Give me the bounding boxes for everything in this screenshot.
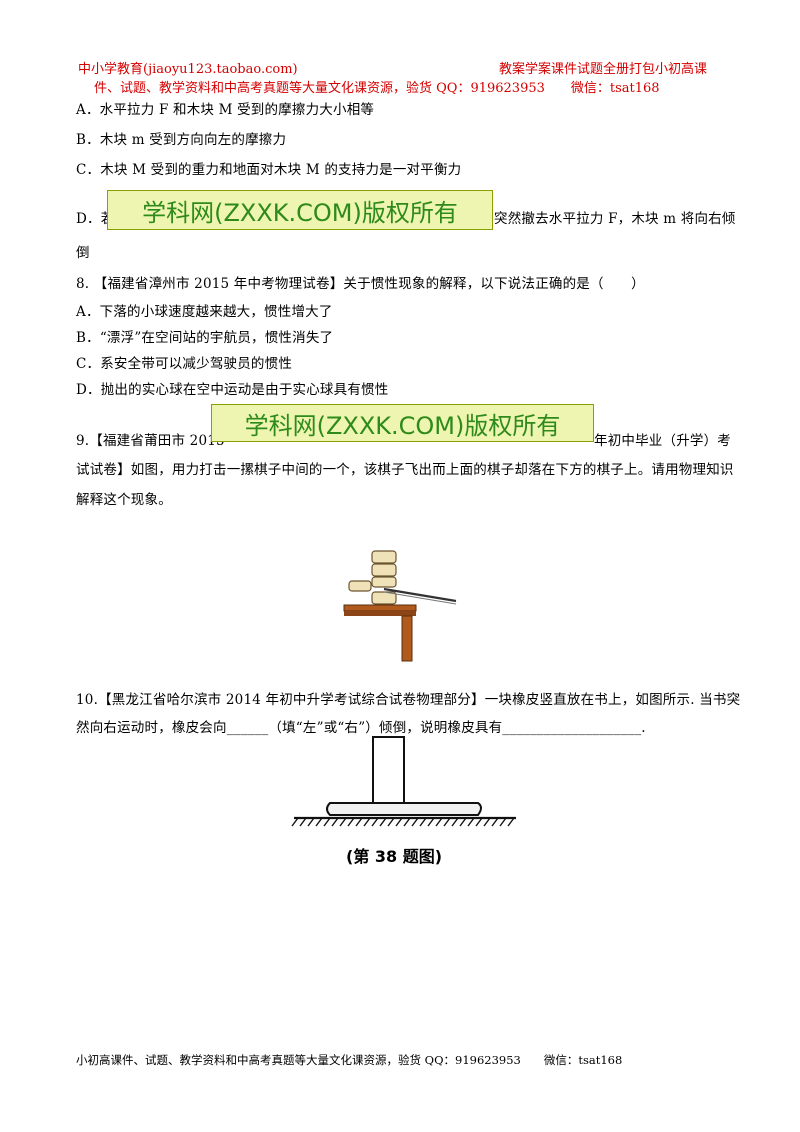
- watermark-banner: 学科网(ZXXK.COM)版权所有: [107, 190, 493, 230]
- header-left: 中小学教育(jiaoyu123.taobao.com): [78, 62, 298, 77]
- q9-line3: 解释这个现象。: [76, 492, 172, 508]
- q8-stem: 8. 【福建省漳州市 2015 年中考物理试卷】关于惯性现象的解释，以下说法正确…: [76, 276, 645, 292]
- header-line2: 件、试题、教学资料和中高考真题等大量文化课资源，验货 QQ：919623953 …: [94, 81, 660, 96]
- q7-option-d-cont: 倒: [76, 245, 90, 261]
- q8-option-a: A．下落的小球速度越来越大，惯性增大了: [76, 304, 333, 320]
- figure-caption: (第 38 题图): [346, 847, 443, 866]
- q8-option-b: B．“漂浮”在空间站的宇航员，惯性消失了: [76, 330, 334, 346]
- header-right: 教案学案课件试题全册打包小初高课: [499, 62, 708, 77]
- q9-end: 年初中毕业（升学）考: [594, 433, 731, 449]
- q10-line2: 然向右运动时，橡皮会向______（填“左”或“右”）倾倒，说明橡皮具有____…: [76, 720, 646, 736]
- watermark-banner: 学科网(ZXXK.COM)版权所有: [211, 404, 594, 442]
- q9-line2: 试试卷】如图，用力打击一摞棋子中间的一个，该棋子飞出而上面的棋子却落在下方的棋子…: [76, 462, 734, 478]
- q7-option-b: B．木块 m 受到方向向左的摩擦力: [76, 132, 287, 148]
- q7-option-d-end: 突然撤去水平拉力 F，木块 m 将向右倾: [494, 211, 736, 227]
- q8-option-c: C．系安全带可以减少驾驶员的惯性: [76, 356, 293, 372]
- footer-text: 小初高课件、试题、教学资料和中高考真题等大量文化课资源，验货 QQ：919623…: [76, 1053, 623, 1067]
- q10-line1: 10.【黑龙江省哈尔滨市 2014 年初中升学考试综合试卷物理部分】一块橡皮竖直…: [76, 692, 741, 708]
- q7-option-a: A．水平拉力 F 和木块 M 受到的摩擦力大小相等: [76, 102, 375, 118]
- q7-option-c: C．木块 M 受到的重力和地面对木块 M 的支持力是一对平衡力: [76, 162, 462, 178]
- q7-option-d-start: D．若: [76, 211, 115, 227]
- eraser-on-book-figure: [291, 736, 516, 827]
- q8-option-d: D．抛出的实心球在空中运动是由于实心球具有惯性: [76, 382, 389, 398]
- q9-start: 9.【福建省莆田市 2015: [76, 433, 225, 449]
- chess-stack-figure: [343, 550, 457, 662]
